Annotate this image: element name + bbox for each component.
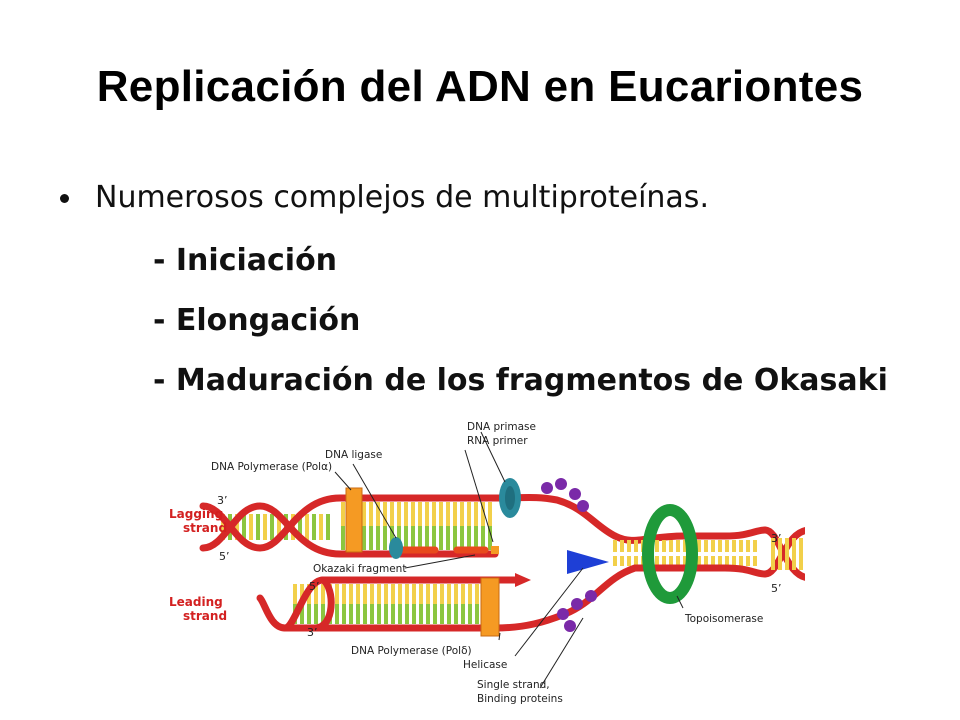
label-pol-alpha: DNA Polymerase (Polα) — [211, 461, 332, 473]
label-leading-2: strand — [183, 609, 227, 623]
end-right-bottom: 5’ — [771, 582, 782, 595]
label-helicase: Helicase — [463, 659, 507, 671]
end-lead-top: 5’ — [309, 580, 320, 593]
subitem-iniciacion: - Iniciación — [153, 243, 338, 278]
label-okazaki: Okazaki fragment — [313, 563, 406, 575]
end-lead-bottom: 3’ — [307, 626, 318, 639]
label-leading-1: Leading — [169, 595, 223, 609]
label-ssb-1: Single strand, — [477, 679, 550, 691]
slide-title: Replicación del ADN en Eucariontes — [96, 62, 864, 111]
parental-helix — [761, 526, 805, 581]
subitem-elongacion: - Elongación — [153, 303, 361, 338]
parental-helix-bases — [771, 538, 803, 570]
rna-primer-mark — [491, 546, 499, 554]
end-lag-top: 3’ — [217, 494, 228, 507]
label-dna-primase: DNA primase — [467, 421, 536, 433]
topoisomerase-icon — [642, 504, 698, 604]
end-lag-bottom: 5’ — [219, 550, 230, 563]
pol-alpha-block — [345, 487, 363, 553]
label-dna-ligase: DNA ligase — [325, 449, 382, 461]
dna-replication-diagram: DNA primase RNA primer DNA ligase DNA Po… — [169, 421, 805, 705]
bullet-text: Numerosos complejos de multiproteínas. — [95, 180, 709, 215]
bullet-item: Numerosos complejos de multiproteínas. — [60, 180, 709, 215]
end-right-top: 3’ — [771, 532, 782, 545]
label-pol-delta: DNA Polymerase (Polδ) — [351, 645, 472, 657]
label-ssb-2: Binding proteins — [477, 693, 563, 705]
leader-lines — [334, 431, 684, 689]
pol-delta-block — [480, 577, 500, 637]
dna-ligase-icon — [389, 537, 403, 559]
label-topoisomerase: Topoisomerase — [684, 613, 763, 625]
lagging-strand — [199, 494, 619, 558]
dna-primase-inner — [505, 486, 515, 510]
label-rna-primer: RNA primer — [467, 435, 528, 447]
leading-arrow-icon — [515, 573, 531, 587]
label-lagging-2: strand — [183, 521, 227, 535]
subitem-maduracion: - Maduración de los fragmentos de Okasak… — [153, 363, 888, 398]
helicase-icon — [567, 550, 609, 574]
ssb-proteins — [541, 478, 597, 632]
label-lagging-1: Lagging — [169, 507, 223, 521]
bullet-icon — [60, 194, 69, 203]
